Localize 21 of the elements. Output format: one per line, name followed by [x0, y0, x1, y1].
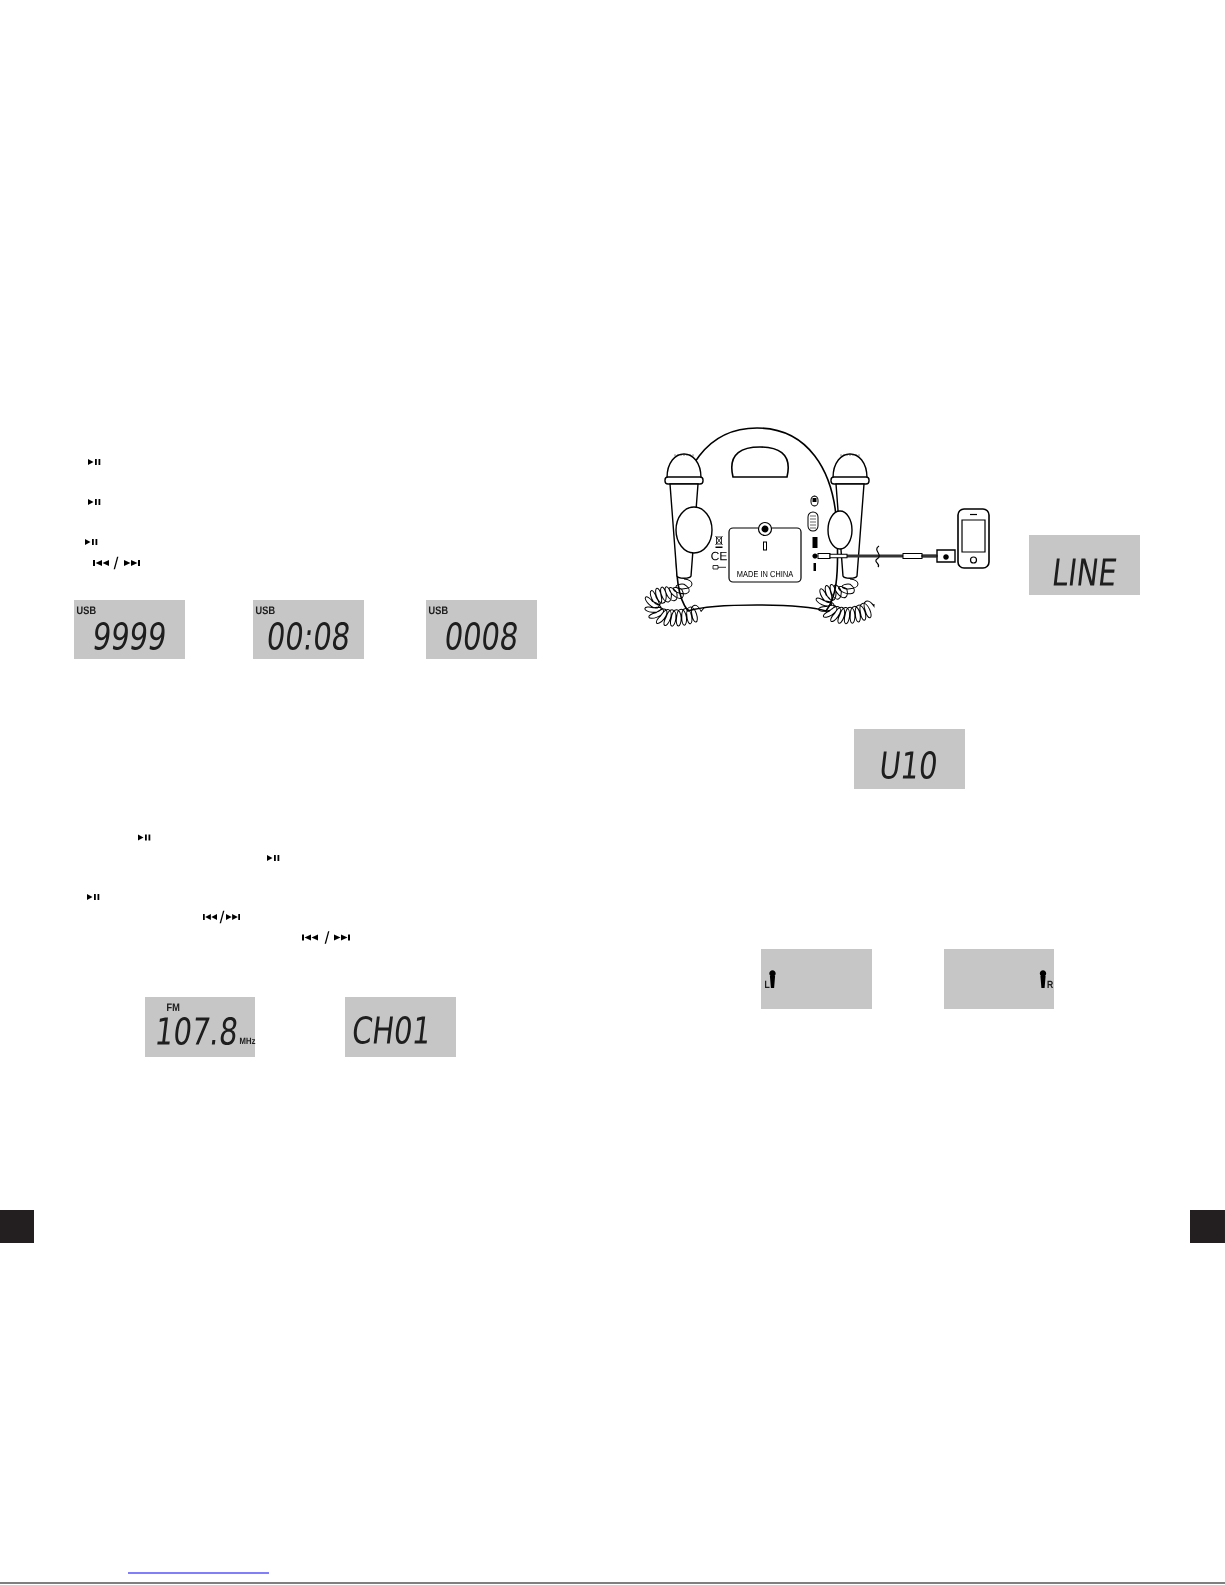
ce-mark: CE: [711, 551, 727, 561]
slash: /: [113, 556, 119, 570]
karaoke-machine-drawing: [644, 427, 875, 627]
display-digits: LINE: [1053, 558, 1117, 586]
mode-label: FM: [167, 1003, 180, 1011]
unit-label: MHz: [239, 1037, 256, 1044]
display-digits: 9999: [94, 622, 165, 650]
display-digits: 0008: [446, 622, 517, 650]
mode-label: USB: [428, 606, 448, 615]
channel-letter: R: [1047, 980, 1054, 988]
slash: /: [324, 931, 330, 944]
smartphone-drawing: [936, 508, 990, 569]
slash: /: [219, 910, 225, 924]
mode-label: USB: [255, 606, 275, 615]
display-digits: 00:08: [268, 622, 349, 650]
display-digits: CH01: [353, 1016, 427, 1044]
display-digits: 107.8: [157, 1017, 237, 1045]
channel-letter: L: [765, 980, 770, 988]
imprint-text: MADE IN CHINA: [737, 570, 794, 578]
mode-label: USB: [76, 606, 96, 615]
display-digits: U10: [881, 751, 936, 779]
